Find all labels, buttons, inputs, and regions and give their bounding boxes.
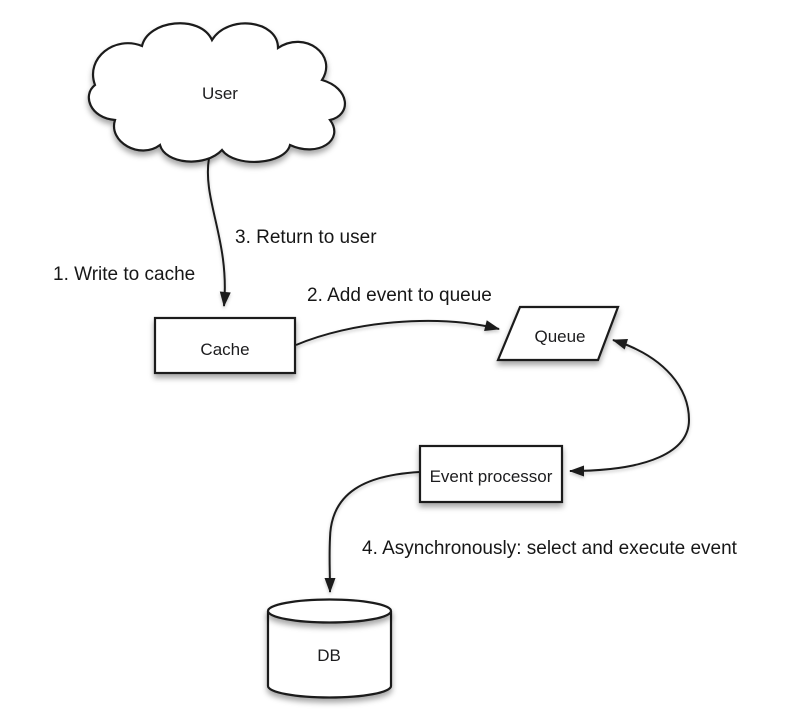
user-cloud-shape <box>87 22 347 163</box>
step-label-4: 4. Asynchronously: select and execute ev… <box>362 538 738 559</box>
arrow-cache-to-queue <box>295 319 500 346</box>
event-processor-box <box>418 444 564 504</box>
db-cylinder <box>266 598 393 699</box>
event-processor-label: Event processor <box>430 467 553 486</box>
arrow-event-processor-to-db <box>324 471 421 593</box>
cache-box <box>153 316 297 375</box>
step-label-2: 2. Add event to queue <box>307 285 492 306</box>
edge-label-layer: 1. Write to cache 2. Add event to queue … <box>53 227 738 559</box>
db-cylinder-body <box>266 611 393 699</box>
arrow-queue-event-processor-bidirectional <box>569 338 691 477</box>
connector-layer <box>206 157 691 593</box>
queue-label: Queue <box>534 327 585 346</box>
arrow-user-to-cache <box>206 157 231 307</box>
cache-label: Cache <box>200 340 249 359</box>
db-cylinder-top <box>266 598 393 624</box>
db-label: DB <box>317 646 341 665</box>
node-layer: User Cache Queue Event processor DB <box>87 22 620 699</box>
user-label: User <box>202 84 238 103</box>
step-label-1: 1. Write to cache <box>53 264 195 285</box>
step-label-3: 3. Return to user <box>235 227 377 248</box>
queue-parallelogram <box>496 305 620 362</box>
